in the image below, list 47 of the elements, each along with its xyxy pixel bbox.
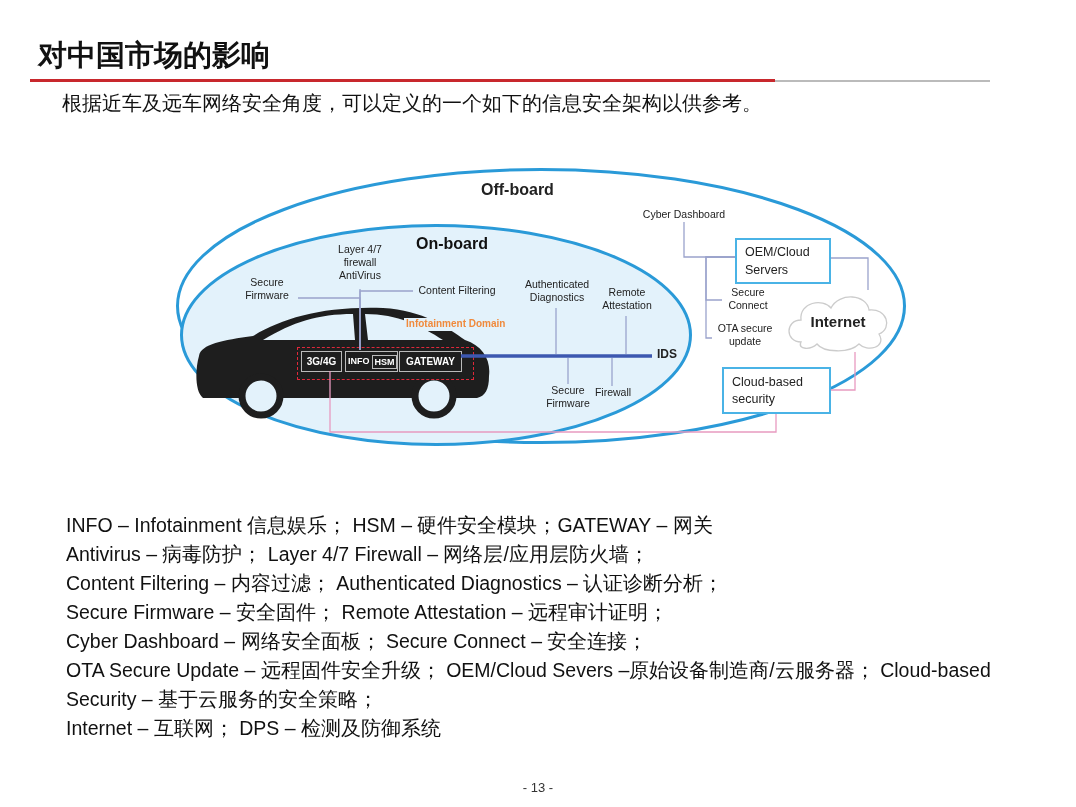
component-label: Secure Firmware	[244, 276, 290, 303]
component-label: Remote Attestation	[601, 286, 653, 313]
leader-line	[359, 290, 414, 351]
off-board-ellipse	[176, 168, 906, 444]
component-label: Layer 4/7 firewall AntiVirus	[337, 243, 383, 283]
bus-line	[461, 354, 652, 358]
leader-line	[625, 315, 627, 355]
component-label: Secure Firmware	[545, 384, 591, 411]
module-label: HSM	[373, 355, 396, 369]
leader-line	[611, 357, 613, 387]
connector-line	[830, 257, 869, 291]
title: 对中国市场的影响	[38, 38, 270, 73]
domain-label: Infotainment Domain	[404, 318, 508, 331]
module-label: 3G/4G	[305, 354, 338, 369]
connector-line	[705, 256, 736, 339]
glossary-line: Cyber Dashboard – 网络安全面板； Secure Connect – 安全连接；	[66, 629, 649, 654]
zone-heading: Off-board	[481, 180, 555, 200]
glossary-line: Secure Firmware – 安全固件； Remote Attestation – 远程审计证明；	[66, 600, 669, 625]
box-label: OEM/Cloud Servers	[744, 243, 811, 278]
leader-line	[555, 307, 557, 355]
glossary-line: Internet – 互联网； DPS – 检测及防御系统	[66, 716, 442, 741]
component-label: Cyber Dashboard	[641, 208, 727, 222]
glossary-line: Antivirus – 病毒防护； Layer 4/7 Firewall – 网络层/应用层防火墙；	[66, 542, 650, 567]
module-box	[345, 351, 398, 372]
glossary-line: OTA Secure Update – 远程固件安全升级； OEM/Cloud Severs –原始设备制造商/云服务器； Cloud-based Security – 基于云服务的安全策略；	[66, 658, 992, 712]
component-label: Content Filtering	[417, 284, 497, 298]
connector-line	[329, 370, 777, 433]
connector-line	[830, 351, 856, 391]
component-label: Firewall	[593, 386, 633, 400]
glossary-line: INFO – Infotainment 信息娱乐； HSM – 硬件安全模块；GATEWAY – 网关	[66, 513, 714, 538]
intro-text: 根据近车及远车网络安全角度，可以定义的一个如下的信息安全架构以供参考。	[62, 91, 762, 116]
component-label: Secure Connect	[727, 286, 769, 313]
glossary-line: Content Filtering – 内容过滤； Authenticated Diagnostics – 认证诊断分析；	[66, 571, 725, 596]
zone-heading: On-board	[416, 234, 489, 254]
page-number: - 13 -	[521, 780, 555, 795]
leader-line	[567, 357, 569, 385]
component-label: Authenticated Diagnostics	[523, 278, 591, 305]
module-box	[399, 351, 462, 372]
on-board-ellipse	[180, 224, 692, 446]
security-box	[722, 367, 831, 414]
module-label: GATEWAY	[405, 354, 456, 369]
module-label: INFO	[348, 356, 370, 368]
server-box	[735, 238, 831, 284]
cloud-label: Internet	[809, 311, 867, 332]
component-label: OTA secure update	[716, 322, 774, 349]
component-label: IDS	[656, 347, 678, 362]
box-label: Cloud-based security	[731, 373, 804, 408]
